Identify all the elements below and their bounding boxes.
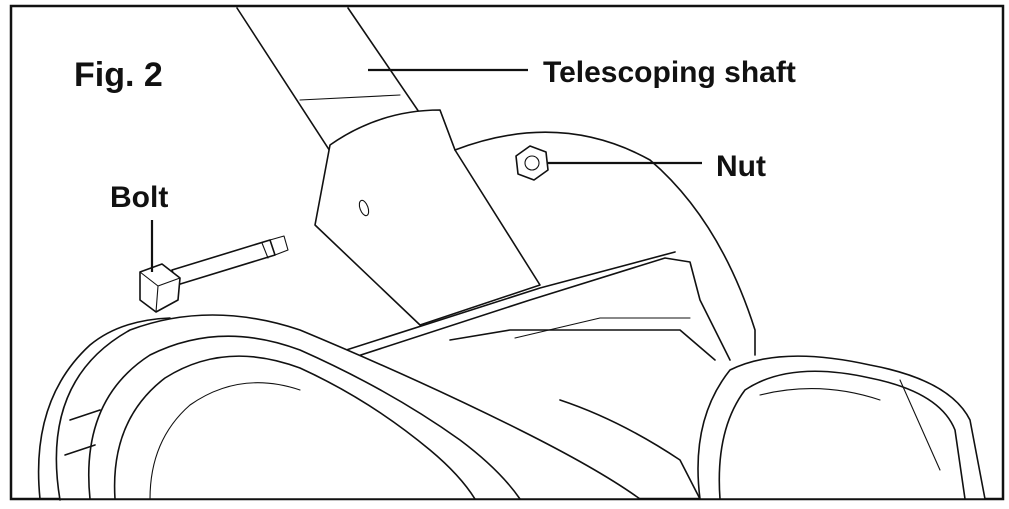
shaft-bracket [314,109,756,356]
shaft-label: Telescoping shaft [543,56,796,89]
handle-bar [329,251,731,366]
front-wheel [37,314,641,501]
bolt-part [139,235,289,313]
nut-part [515,145,549,181]
bolt-label: Bolt [110,181,168,214]
rear-drum [559,355,986,500]
figure-title: Fig. 2 [74,56,163,94]
nut-label: Nut [716,150,766,183]
machine-drawing [37,7,986,501]
